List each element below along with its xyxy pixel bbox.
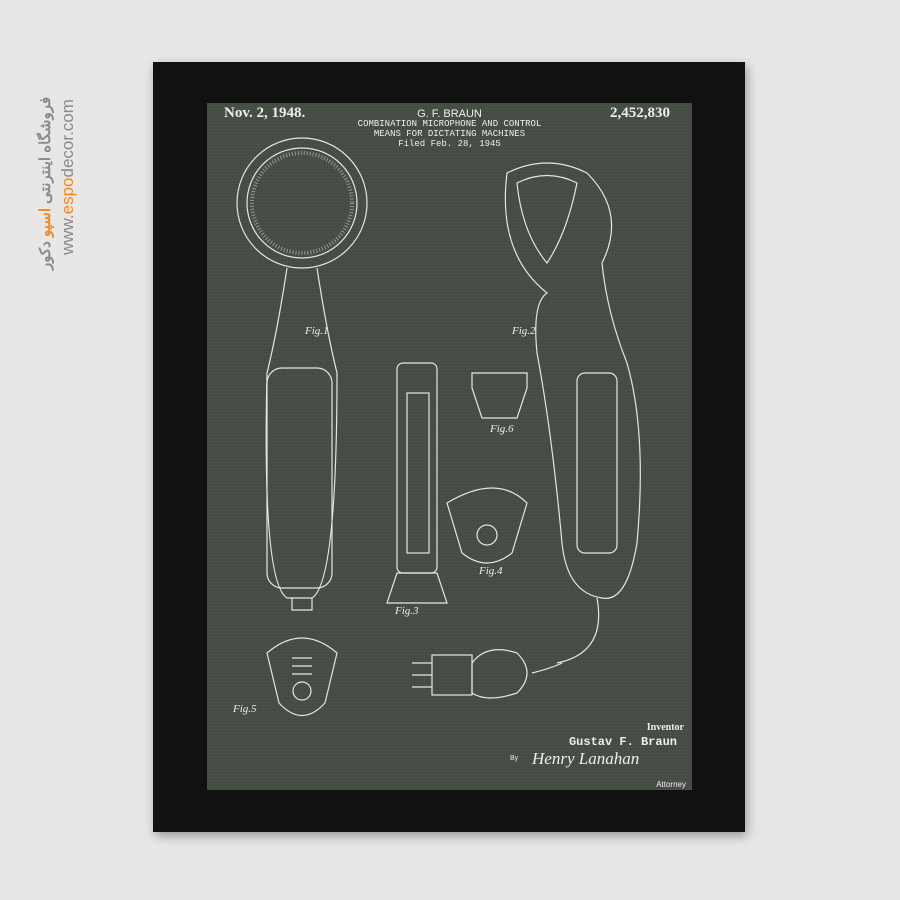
patent-number: 2,452,830 [610,105,670,121]
mic-head-outer [236,137,368,269]
inventor-label: Inventor [646,722,684,733]
patent-date: Nov. 2, 1948. [224,105,306,121]
fig4-part [446,487,528,564]
fig3-body [396,362,438,574]
attorney-label: Attorney [656,780,686,789]
figure-label: Fig.6 [490,423,514,435]
figure-label: Fig.2 [512,325,536,337]
store-watermark: فروشگاه اینترنتی اسپو دکور www.espodecor… [36,70,96,270]
figure-label: Fig.5 [233,703,257,715]
plug [471,649,528,699]
patent-drawing [236,137,641,717]
patent-print: Nov. 2, 1948. 2,452,830 G. F. BRAUN COMB… [207,103,692,790]
picture-frame: Nov. 2, 1948. 2,452,830 G. F. BRAUN COMB… [153,62,745,832]
store-name-persian: فروشگاه اینترنتی اسپو دکور [37,96,54,270]
figure-label: Fig.1 [305,325,329,337]
fig2-handset [504,162,641,599]
figure-label: Fig.4 [479,565,503,577]
fig5-part [266,637,338,717]
fig6-part [471,372,528,419]
mic-head-inner [246,147,358,259]
inventor-name: Gustav F. Braun [568,735,677,749]
store-url[interactable]: www.espodecor.com [58,99,77,255]
mic-grille [250,151,354,255]
figure-label: Fig.3 [395,605,419,617]
attorney-signature: Henry Lanahan [532,749,640,768]
by-label: By [510,755,519,762]
mic-handle [265,267,338,599]
cord [556,597,600,664]
mic-handle-inner [266,367,333,589]
patent-header: G. F. BRAUN COMBINATION MICROPHONE AND C… [357,108,542,150]
